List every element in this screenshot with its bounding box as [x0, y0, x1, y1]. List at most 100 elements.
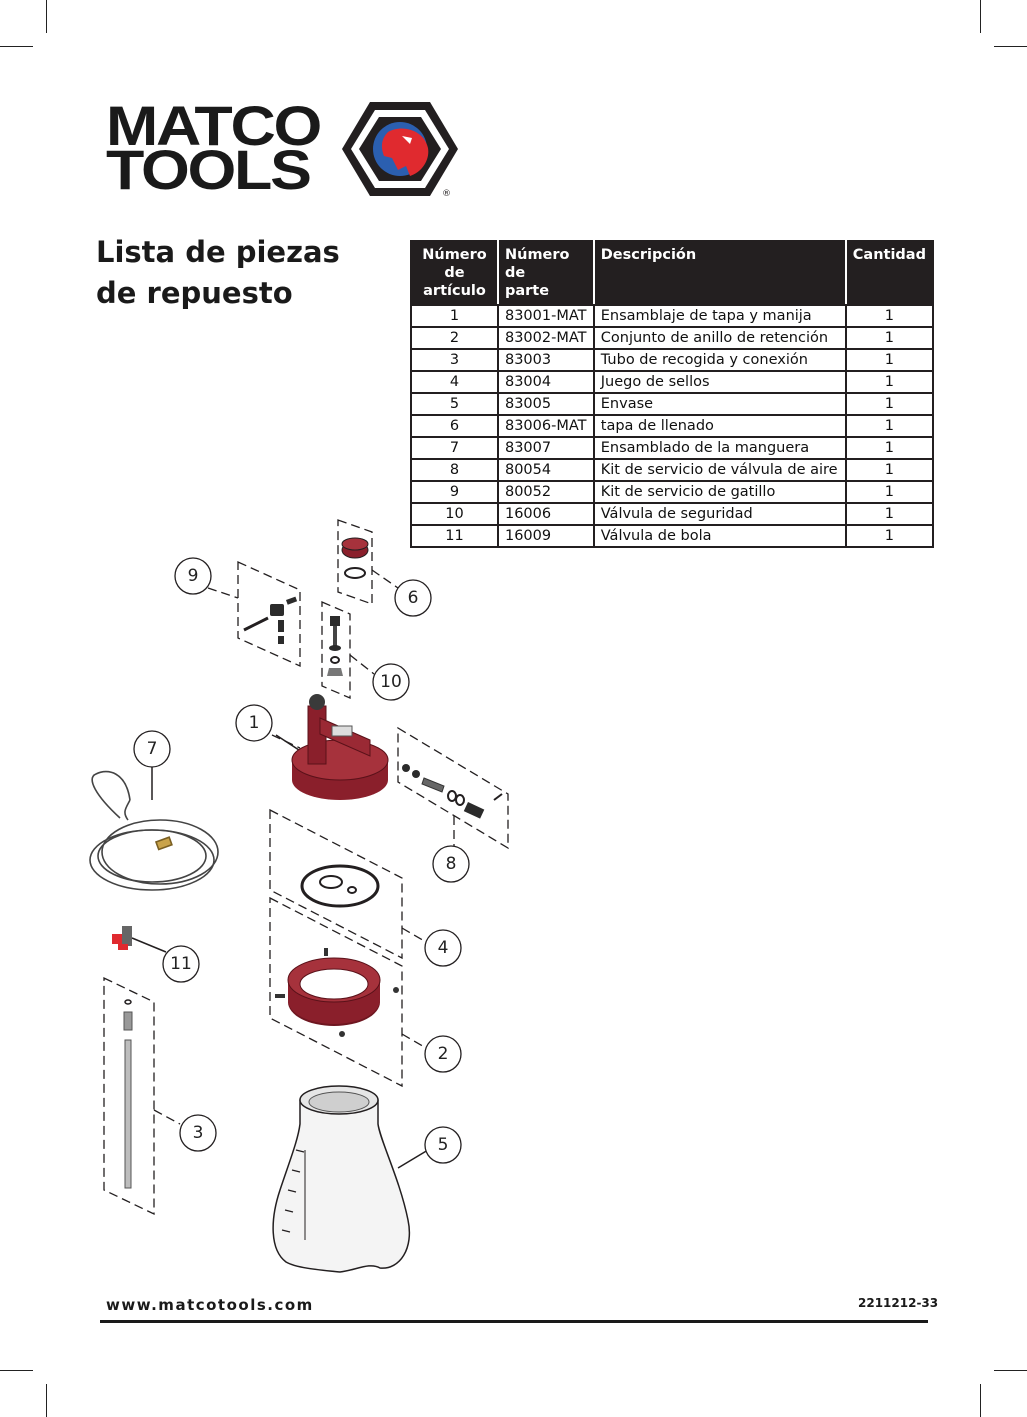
callout-label-4: 4 [438, 938, 449, 958]
title-line2: de repuesto [96, 276, 293, 310]
crop-mark [0, 1370, 33, 1371]
cell-description: Ensamblaje de tapa y manija [592, 304, 847, 328]
cell-quantity: 1 [844, 348, 935, 372]
footer-doc-code: 2211212-33 [858, 1296, 939, 1310]
cell-part-number: 83001-MAT [496, 304, 595, 328]
cell-item-number: 7 [410, 436, 499, 460]
cell-part-number: 83003 [496, 348, 595, 372]
group-box-3 [103, 976, 155, 1216]
safety-valve-part [327, 616, 343, 676]
callout-label-5: 5 [438, 1135, 449, 1155]
cell-description: Kit de servicio de válvula de aire [592, 458, 847, 482]
callout-label-3: 3 [193, 1123, 204, 1143]
callout-circle-6 [394, 579, 432, 617]
hose-part [89, 770, 219, 891]
fill-cap-part [341, 537, 369, 579]
crop-mark [980, 1384, 981, 1417]
crop-mark [46, 0, 47, 33]
cell-item-number: 11 [410, 524, 499, 548]
cell-description: Ensamblado de la manguera [592, 436, 847, 460]
air-valve-kit-part [402, 764, 503, 819]
crop-mark [994, 1370, 1027, 1371]
callout-circle-11 [162, 945, 200, 983]
cell-quantity: 1 [844, 326, 935, 350]
cell-item-number: 8 [410, 458, 499, 482]
callout-circle-5 [424, 1126, 462, 1164]
cell-quantity: 1 [844, 304, 935, 328]
cell-description: tapa de llenado [592, 414, 847, 438]
cap-handle-assembly-part [291, 694, 389, 800]
callout-label-8: 8 [446, 854, 457, 874]
cell-item-number: 2 [410, 326, 499, 350]
callout-label-1: 1 [249, 713, 260, 733]
cell-quantity: 1 [844, 524, 935, 548]
group-box-10 [321, 601, 351, 699]
seal-kit-part [300, 864, 380, 908]
callout-label-2: 2 [438, 1044, 449, 1064]
group-box-2 [269, 896, 403, 1088]
cell-quantity: 1 [844, 502, 935, 526]
cell-part-number: 80052 [496, 480, 595, 504]
cell-part-number: 83007 [496, 436, 595, 460]
footer-url: www.matcotools.com [106, 1296, 314, 1314]
callout-label-9: 9 [188, 566, 199, 586]
callout-circle-9 [174, 557, 212, 595]
cell-item-number: 9 [410, 480, 499, 504]
cell-item-number: 6 [410, 414, 499, 438]
header-item-number: Número de artículo [410, 240, 499, 306]
cell-part-number: 83004 [496, 370, 595, 394]
callout-circle-10 [372, 663, 410, 701]
group-box-8 [397, 726, 509, 850]
cell-item-number: 5 [410, 392, 499, 416]
cell-description: Kit de servicio de gatillo [592, 480, 847, 504]
cell-description: Válvula de seguridad [592, 502, 847, 526]
callout-circle-2 [424, 1035, 462, 1073]
cell-part-number: 80054 [496, 458, 595, 482]
cell-description: Juego de sellos [592, 370, 847, 394]
logo-emblem-icon: ® [342, 102, 458, 199]
cell-item-number: 1 [410, 304, 499, 328]
brand-line2: TOOLS [106, 138, 312, 201]
callout-circle-8 [432, 845, 470, 883]
crop-mark [46, 1384, 47, 1417]
group-box-4 [269, 808, 403, 960]
callout-circle-3 [179, 1114, 217, 1152]
cell-part-number: 83006-MAT [496, 414, 595, 438]
cell-part-number: 16006 [496, 502, 595, 526]
retaining-ring-part [275, 948, 399, 1037]
brand-line1: MATCO [106, 94, 322, 157]
cell-part-number: 16009 [496, 524, 595, 548]
table-header-row: Número de artículo Número de parte Descr… [410, 240, 935, 306]
registered-mark: ® [442, 189, 451, 199]
header-quantity: Cantidad [844, 240, 935, 306]
header-part-number: Número de parte [496, 240, 595, 306]
container-part [272, 1085, 411, 1273]
trigger-kit-part [243, 596, 298, 644]
group-box-6 [337, 519, 373, 605]
group-box-9 [237, 560, 301, 668]
page-title: Lista de piezas de repuesto [96, 232, 340, 314]
callout-circle-4 [424, 929, 462, 967]
cell-item-number: 4 [410, 370, 499, 394]
crop-mark [980, 0, 981, 33]
cell-description: Envase [592, 392, 847, 416]
callout-label-6: 6 [408, 588, 419, 608]
callout-circle-7 [133, 730, 171, 768]
crop-mark [994, 46, 1027, 47]
cell-description: Conjunto de anillo de retención [592, 326, 847, 350]
callout-circle-1 [235, 704, 273, 742]
cell-part-number: 83002-MAT [496, 326, 595, 350]
cell-quantity: 1 [844, 458, 935, 482]
ball-valve-part [112, 926, 132, 950]
callout-label-11: 11 [170, 954, 192, 974]
callout-label-10: 10 [380, 672, 402, 692]
cell-part-number: 83005 [496, 392, 595, 416]
